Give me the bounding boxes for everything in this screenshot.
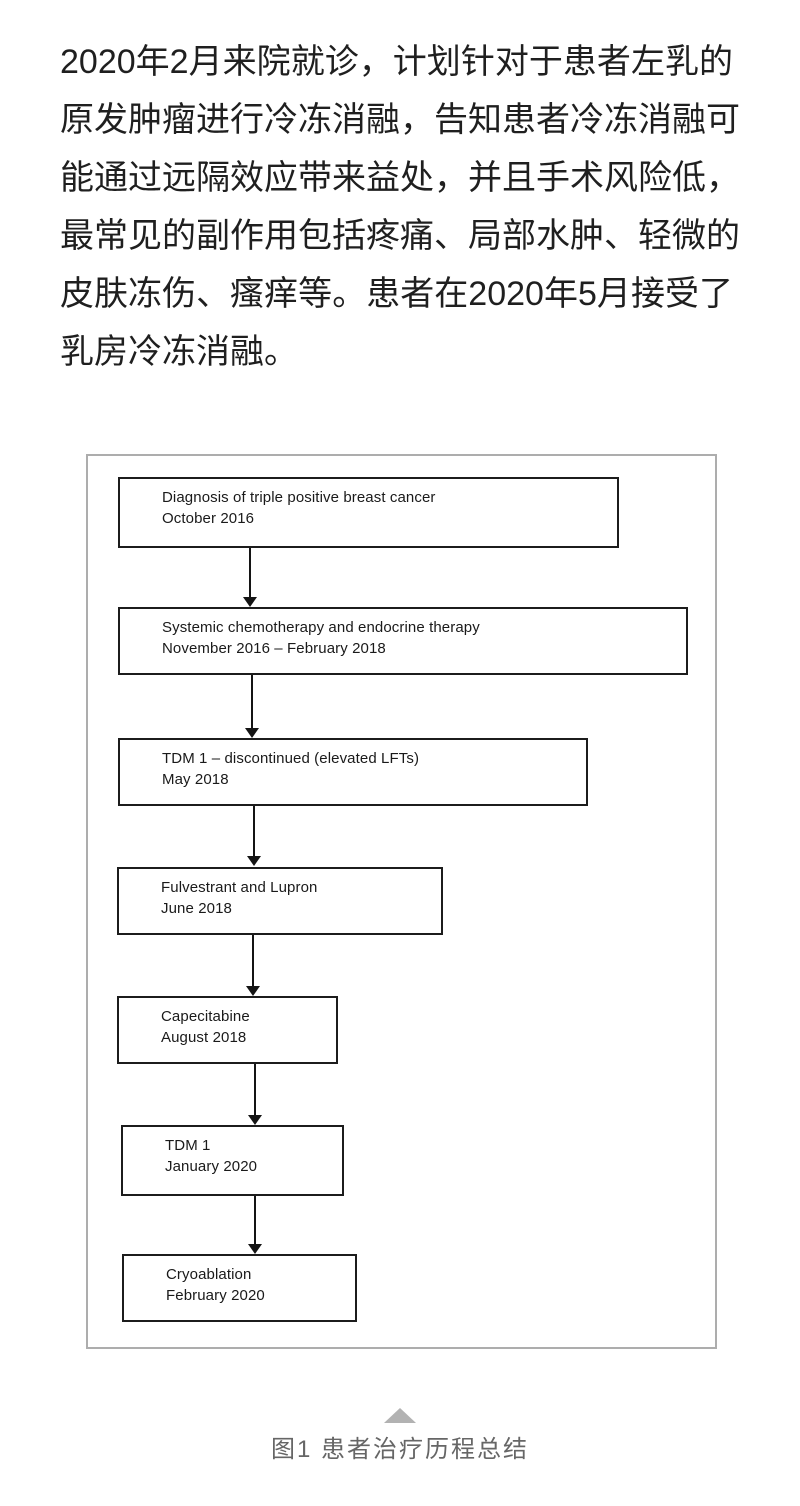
arrow-head: [247, 856, 261, 866]
flowchart-step: Cryoablation February 2020: [122, 1254, 357, 1322]
flowchart-step: Fulvestrant and Lupron June 2018: [117, 867, 443, 935]
step-date: October 2016: [162, 510, 255, 527]
flowchart-step: Diagnosis of triple positive breast canc…: [118, 477, 619, 548]
paragraph-line: 乳房冷冻消融。: [60, 333, 298, 371]
step-date: November 2016 – February 2018: [162, 640, 386, 657]
arrow-head: [246, 986, 260, 996]
step-title: Capecitabine: [161, 1008, 250, 1025]
arrow-shaft: [251, 675, 253, 728]
arrow-head: [248, 1244, 262, 1254]
triangle-up-icon: [384, 1408, 416, 1423]
figure-treatment-flowchart[interactable]: Diagnosis of triple positive breast canc…: [86, 454, 717, 1349]
arrow-shaft: [249, 548, 251, 597]
step-title: TDM 1 – discontinued (elevated LFTs): [162, 750, 420, 767]
arrow-head: [245, 728, 259, 738]
step-date: January 2020: [165, 1158, 258, 1175]
paragraph-line: 2020年2月来院就诊，计划针对于患者左乳的: [60, 43, 733, 81]
arrow-head: [243, 597, 257, 607]
arrow-down-icon: [248, 1064, 262, 1125]
paragraph-line: 最常见的副作用包括疼痛、局部水肿、轻微的: [60, 217, 740, 255]
step-title: Fulvestrant and Lupron: [161, 879, 318, 896]
arrow-down-icon: [247, 806, 261, 866]
case-paragraph: 2020年2月来院就诊，计划针对于患者左乳的 原发肿瘤进行冷冻消融，告知患者冷冻…: [60, 33, 740, 381]
flowchart-step: TDM 1 January 2020: [121, 1125, 344, 1196]
arrow-down-icon: [246, 935, 260, 996]
step-title: Systemic chemotherapy and endocrine ther…: [162, 619, 480, 636]
step-date: August 2018: [161, 1029, 247, 1046]
step-title: Cryoablation: [166, 1266, 252, 1283]
arrow-shaft: [252, 935, 254, 986]
step-date: May 2018: [162, 771, 229, 788]
paragraph-line: 能通过远隔效应带来益处，并且手术风险低，: [60, 159, 740, 197]
arrow-shaft: [253, 806, 255, 856]
arrow-down-icon: [245, 675, 259, 738]
arrow-down-icon: [248, 1196, 262, 1254]
step-title: Diagnosis of triple positive breast canc…: [162, 489, 436, 506]
paragraph-line: 皮肤冻伤、瘙痒等。患者在2020年5月接受了: [60, 275, 733, 313]
figure-caption: 图1 患者治疗历程总结: [270, 1436, 529, 1463]
arrow-shaft: [254, 1196, 256, 1244]
flowchart-step: TDM 1 – discontinued (elevated LFTs) May…: [118, 738, 588, 806]
flowchart-step: Systemic chemotherapy and endocrine ther…: [118, 607, 688, 675]
paragraph-line: 原发肿瘤进行冷冻消融，告知患者冷冻消融可: [60, 101, 740, 139]
step-date: February 2020: [166, 1287, 265, 1304]
step-title: TDM 1: [165, 1137, 211, 1154]
arrow-shaft: [254, 1064, 256, 1115]
step-date: June 2018: [161, 900, 232, 917]
arrow-down-icon: [243, 548, 257, 607]
arrow-head: [248, 1115, 262, 1125]
flowchart-step: Capecitabine August 2018: [117, 996, 338, 1064]
